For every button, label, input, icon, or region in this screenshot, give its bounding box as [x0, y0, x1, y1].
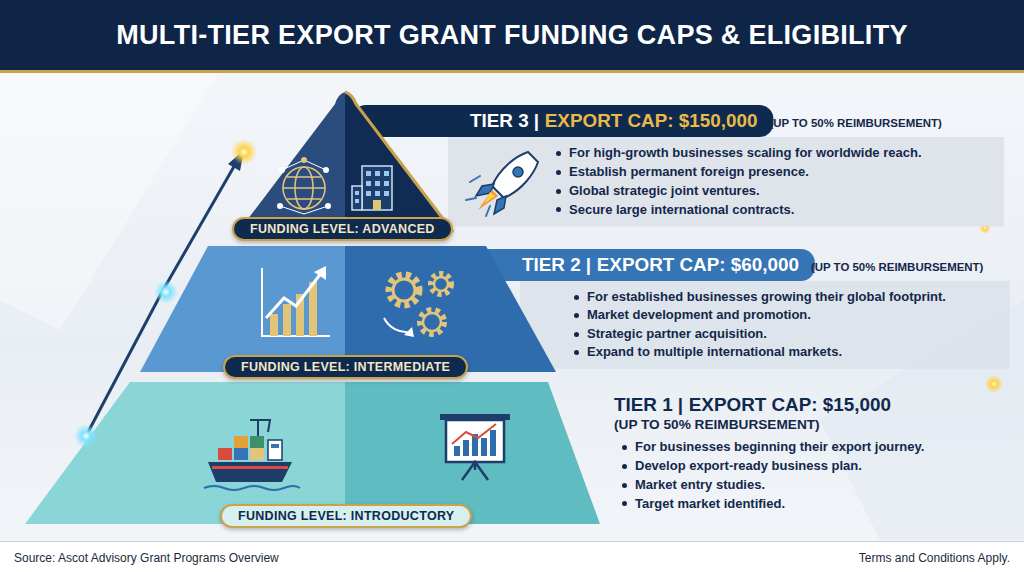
tier-number: TIER 2 | — [522, 254, 591, 276]
bullet-text: Global strategic joint ventures. — [569, 182, 760, 201]
export-cap: EXPORT CAP: $60,000 — [597, 254, 799, 276]
bullet-dot — [556, 151, 561, 156]
funding-level-pill: FUNDING LEVEL: INTRODUCTORY — [220, 504, 472, 528]
pyramid-tier-2 — [140, 246, 556, 372]
export-cap: EXPORT CAP: $150,000 — [545, 110, 758, 132]
growth-chart-icon — [262, 266, 330, 336]
title-bar: MULTI-TIER EXPORT GRANT FUNDING CAPS & E… — [0, 0, 1024, 70]
background-decor — [0, 70, 1024, 540]
bullet-text: Secure large international contracts. — [569, 201, 794, 220]
eligibility-list: For high-growth businesses scaling for w… — [556, 144, 942, 219]
reimbursement-note: (UP TO 50% REIMBURSEMENT) — [614, 417, 924, 432]
funding-level-text: FUNDING LEVEL: INTERMEDIATE — [241, 360, 450, 374]
globe-network-icon — [277, 157, 331, 214]
bullet-text: Develop export-ready business plan. — [635, 457, 862, 476]
funding-level-pill: FUNDING LEVEL: ADVANCED — [232, 217, 453, 241]
gears-icon — [384, 274, 451, 337]
bullet-text: Market development and promotion. — [587, 306, 811, 324]
tier-header-bar — [352, 105, 773, 137]
bullet-item: Expand to multiple international markets… — [574, 343, 983, 361]
footer-bar — [0, 542, 1024, 572]
bullet-text: For established businesses growing their… — [587, 288, 946, 306]
presentation-board-icon — [440, 414, 510, 480]
cargo-ship-icon — [204, 420, 300, 490]
bullet-item: Market development and promotion. — [574, 306, 983, 324]
bullet-item: Market entry studies. — [622, 476, 924, 495]
tier-number: TIER 3 | — [470, 110, 539, 132]
office-building-icon — [352, 166, 392, 210]
tier-header: TIER 1 | EXPORT CAP: $15,000 — [614, 394, 924, 416]
eligibility-list: For established businesses growing their… — [574, 288, 983, 362]
bullet-item: For businesses beginning their export jo… — [622, 438, 924, 457]
pyramid-tier-3 — [238, 92, 453, 232]
bullet-item: For high-growth businesses scaling for w… — [556, 144, 942, 163]
bullet-dot — [574, 295, 579, 300]
growth-arrow — [74, 139, 257, 448]
bullet-text: Target market identified. — [635, 495, 785, 514]
pyramid-tier-1 — [25, 382, 600, 524]
bullet-dot — [556, 207, 561, 212]
bullet-text: Establish permanent foreign presence. — [569, 163, 809, 182]
eligibility-list: For businesses beginning their export jo… — [622, 438, 924, 513]
tier-panel-ground — [448, 137, 1004, 226]
bullet-dot — [574, 313, 579, 318]
source-note: Source: Ascot Advisory Grant Programs Ov… — [14, 551, 279, 565]
tier-panel: TIER 1 | EXPORT CAP: $15,000(UP TO 50% RE… — [614, 394, 924, 513]
tier-panel-ground — [520, 281, 1010, 369]
bullet-dot — [622, 483, 627, 488]
bullet-dot — [556, 189, 561, 194]
reimbursement-note: (UP TO 50% REIMBURSEMENT) — [811, 261, 983, 273]
terms-note: Terms and Conditions Apply. — [859, 551, 1010, 565]
title-underline — [0, 70, 1024, 73]
bullet-item: Establish permanent foreign presence. — [556, 163, 942, 182]
bullet-text: Strategic partner acquisition. — [587, 325, 767, 343]
bullet-dot — [622, 464, 627, 469]
bullet-text: For high-growth businesses scaling for w… — [569, 144, 922, 163]
export-cap: EXPORT CAP: $15,000 — [689, 394, 891, 416]
bullet-dot — [574, 332, 579, 337]
bullet-text: For businesses beginning their export jo… — [635, 438, 924, 457]
tier-panel: TIER 2 | EXPORT CAP: $60,000 (UP TO 50% RE… — [522, 254, 983, 362]
bullet-item: Secure large international contracts. — [556, 201, 942, 220]
footer-rule — [0, 541, 1024, 542]
title-bar — [0, 0, 1024, 70]
tier-header-bar — [470, 249, 815, 281]
bullet-item: Strategic partner acquisition. — [574, 325, 983, 343]
funding-level-pill: FUNDING LEVEL: INTERMEDIATE — [223, 355, 468, 379]
tier-header: TIER 3 | EXPORT CAP: $150,000 (UP TO 50% R… — [470, 110, 942, 132]
rocket-icon — [466, 152, 538, 216]
bullet-text: Market entry studies. — [635, 476, 765, 495]
tier-number: TIER 1 | — [614, 394, 683, 416]
bullet-dot — [574, 350, 579, 355]
bullet-item: Target market identified. — [622, 495, 924, 514]
bullet-dot — [622, 501, 627, 506]
bullet-item: For established businesses growing their… — [574, 288, 983, 306]
bullet-item: Global strategic joint ventures. — [556, 182, 942, 201]
title-text: MULTI-TIER EXPORT GRANT FUNDING CAPS & E… — [116, 20, 908, 51]
funding-level-text: FUNDING LEVEL: ADVANCED — [250, 222, 435, 236]
reimbursement-note: (UP TO 50% REIMBURSEMENT) — [769, 117, 941, 129]
bullet-dot — [556, 170, 561, 175]
bullet-item: Develop export-ready business plan. — [622, 457, 924, 476]
tier-panel: TIER 3 | EXPORT CAP: $150,000 (UP TO 50% R… — [470, 110, 942, 219]
bullet-dot — [622, 445, 627, 450]
tier-header: TIER 2 | EXPORT CAP: $60,000 (UP TO 50% RE… — [522, 254, 983, 276]
bullet-text: Expand to multiple international markets… — [587, 343, 842, 361]
funding-level-text: FUNDING LEVEL: INTRODUCTORY — [238, 509, 454, 523]
